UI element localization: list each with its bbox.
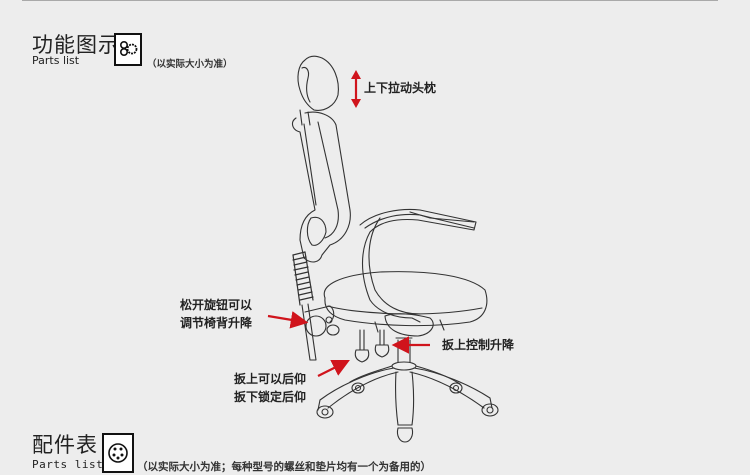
callout-headrest: 上下拉动头枕	[364, 81, 437, 95]
section-subtitle-parts: Parts list	[32, 458, 104, 471]
callout-backrest-line2: 调节椅背升降	[180, 316, 253, 330]
callout-tilt-line2: 扳下锁定后仰	[234, 390, 307, 404]
callout-height-lever: 扳上控制升降	[442, 338, 515, 352]
top-divider	[22, 0, 718, 1]
section-title-parts: 配件表	[32, 433, 98, 457]
callout-tilt-line1: 扳上可以后仰	[234, 372, 307, 386]
size-note-parts: （以实际大小为准；每种型号的螺丝和垫片均有一个为备用的）	[137, 461, 431, 473]
section-title-functions: 功能图示	[32, 33, 120, 57]
section-subtitle-functions: Parts list	[32, 54, 80, 67]
callout-backrest-line1: 松开旋钮可以	[180, 298, 253, 312]
screws-icon	[102, 433, 134, 473]
size-note-functions: （以实际大小为准）	[147, 59, 233, 70]
gears-icon	[114, 33, 142, 66]
